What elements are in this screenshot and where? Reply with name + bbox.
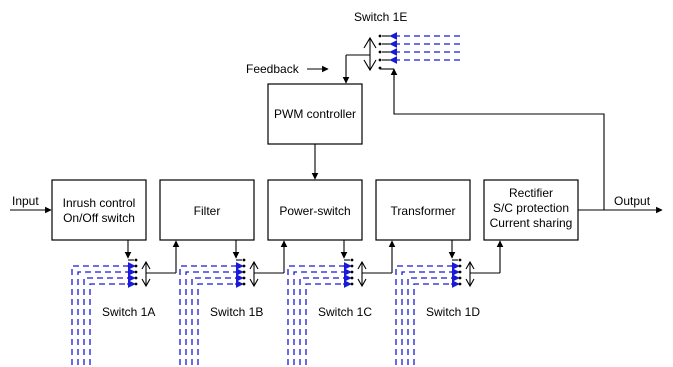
- inrush-control-block: Inrush control On/Off switch: [51, 179, 147, 241]
- feedback-label: Feedback: [246, 62, 300, 76]
- switch-1d-label: Switch 1D: [426, 305, 480, 319]
- transformer-label: Transformer: [391, 204, 456, 218]
- switch-1c: Switch 1C: [287, 240, 396, 365]
- output-feedback-loop: [393, 72, 605, 210]
- rectifier-label-line1: Rectifier: [509, 186, 553, 200]
- switch-1a: Switch 1A: [71, 240, 180, 365]
- switch-1a-label: Switch 1A: [102, 305, 155, 319]
- switch-1e-label: Switch 1E: [354, 10, 407, 24]
- switch-1c-label: Switch 1C: [318, 305, 372, 319]
- switch-1b-label: Switch 1B: [210, 305, 263, 319]
- rectifier-block: Rectifier S/C protection Current sharing: [483, 179, 579, 241]
- rectifier-label-line3: Current sharing: [490, 216, 573, 230]
- inrush-label-line2: On/Off switch: [63, 211, 135, 225]
- transformer-block: Transformer: [375, 179, 471, 241]
- power-switch-block: Power-switch: [267, 179, 363, 241]
- pwm-controller-block: PWM controller: [267, 83, 363, 145]
- inrush-label-line1: Inrush control: [63, 196, 136, 210]
- output-label: Output: [614, 194, 651, 208]
- switch-1d: Switch 1D: [395, 240, 504, 365]
- pwm-controller-label: PWM controller: [274, 107, 356, 121]
- input-label: Input: [12, 194, 39, 208]
- filter-block: Filter: [159, 179, 255, 241]
- rectifier-label-line2: S/C protection: [493, 201, 569, 215]
- switch-1e: Switch 1E: [354, 10, 460, 72]
- switch-1b: Switch 1B: [179, 240, 288, 365]
- filter-label: Filter: [194, 204, 221, 218]
- power-switch-label: Power-switch: [279, 204, 350, 218]
